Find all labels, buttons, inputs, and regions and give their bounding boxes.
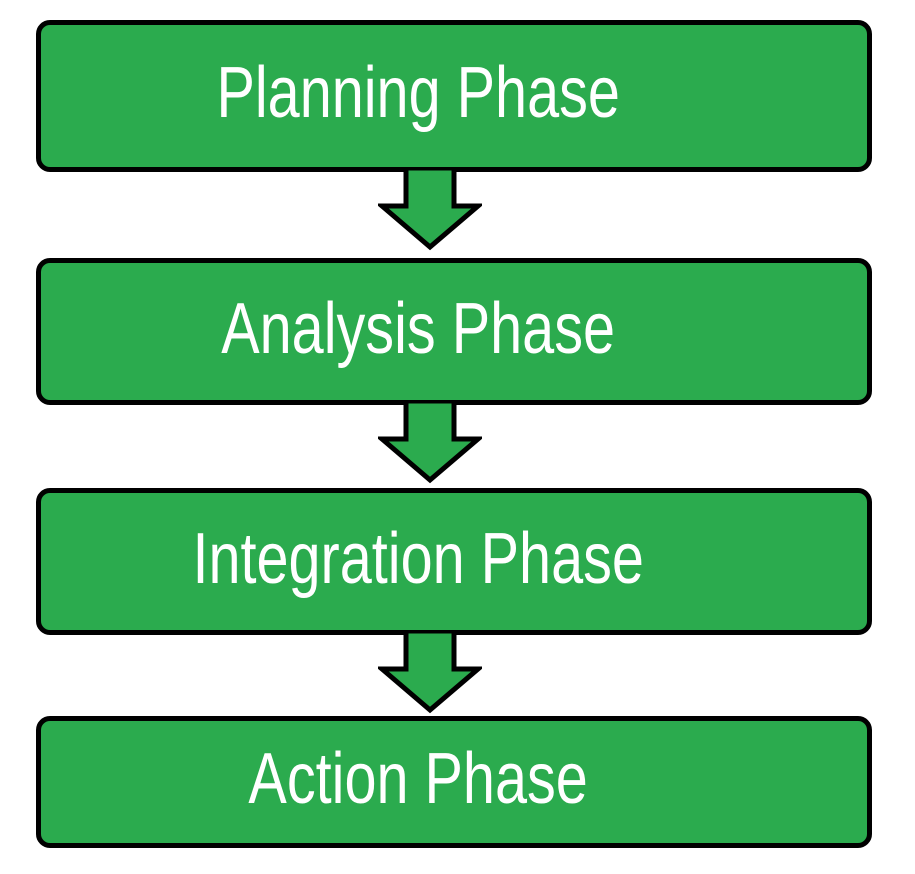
- down-arrow-icon: [378, 167, 482, 251]
- flow-step-action: Action Phase: [36, 716, 872, 848]
- flow-step-analysis: Analysis Phase: [36, 258, 872, 405]
- flow-step-integration-label: Integration Phase: [192, 518, 644, 599]
- flow-step-action-label: Action Phase: [248, 739, 588, 819]
- flow-step-planning-label: Planning Phase: [216, 53, 620, 133]
- down-arrow-icon: [378, 400, 482, 484]
- flow-step-analysis-label: Analysis Phase: [221, 288, 615, 369]
- down-arrow-icon: [378, 630, 482, 714]
- flow-step-planning: Planning Phase: [36, 20, 872, 172]
- flow-step-integration: Integration Phase: [36, 488, 872, 635]
